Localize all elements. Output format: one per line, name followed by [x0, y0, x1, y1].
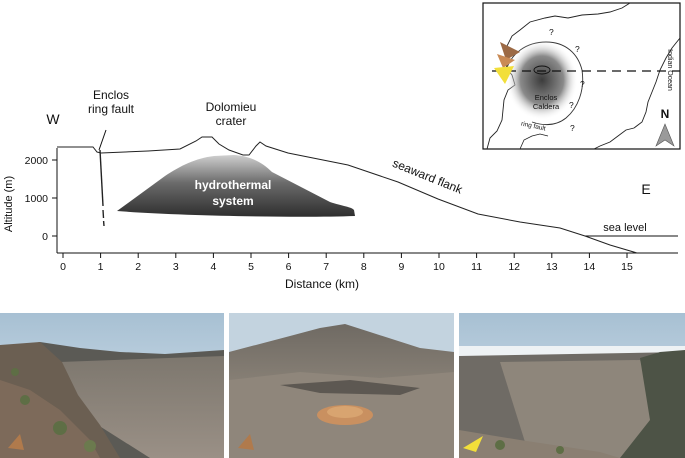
- x-tick-label: 12: [508, 261, 520, 273]
- photo-panel-right: [459, 313, 685, 458]
- question-mark: ?: [549, 27, 554, 37]
- coastline-west: [486, 2, 631, 150]
- x-tick-label: 15: [621, 261, 633, 273]
- x-tick-label: 7: [323, 261, 329, 273]
- y-tick-label: 2000: [25, 155, 49, 167]
- ring-fault-line: [99, 149, 104, 207]
- x-tick-label: 11: [471, 261, 482, 273]
- question-mark: ?: [575, 44, 580, 54]
- x-tick-label: 10: [433, 261, 445, 273]
- brown-arrow-icon: [238, 434, 254, 450]
- ring-fault-label-line1: Enclos: [93, 88, 129, 102]
- seaward-flank-label: seaward flank: [391, 156, 466, 197]
- x-tick-label: 2: [135, 261, 141, 273]
- brown-arrow-icon: [8, 434, 24, 450]
- photo-panel-middle: [229, 313, 454, 458]
- yellow-arrow-icon: [494, 66, 514, 84]
- x-tick-label: 1: [98, 261, 104, 273]
- crater-label-line1: Dolomieu: [206, 100, 257, 114]
- ring-fault-label-line2: ring fault: [88, 102, 135, 116]
- question-mark: ?: [569, 100, 574, 110]
- x-tick-label: 3: [173, 261, 179, 273]
- yellow-arrow-icon: [463, 436, 483, 452]
- x-tick-label: 9: [398, 261, 404, 273]
- caldera-label-line1: Enclos: [535, 93, 558, 102]
- x-tick-label: 14: [584, 261, 596, 273]
- y-axis-label: Altitude (m): [3, 176, 15, 232]
- photo-panel-left: [0, 313, 224, 458]
- x-tick-label: 4: [210, 261, 216, 273]
- hydrothermal-label-line2: system: [212, 194, 253, 208]
- north-label: N: [661, 107, 670, 121]
- east-label: E: [641, 181, 650, 197]
- brown-arrow-icon: [500, 42, 520, 60]
- question-mark: ?: [570, 123, 575, 133]
- y-tick-label: 1000: [25, 193, 49, 205]
- hydrothermal-label-line1: hydrothermal: [195, 178, 272, 192]
- hydrothermal-system-body: [117, 155, 355, 217]
- x-tick-label: 13: [546, 261, 558, 273]
- topographic-profile-line: [57, 136, 638, 254]
- x-axis-label: Distance (km): [285, 277, 359, 291]
- caldera-label-line2: Caldera: [533, 102, 560, 111]
- brown-arrow-icon: [497, 54, 515, 68]
- x-tick-label: 6: [286, 261, 292, 273]
- y-ticks: 2000 1000 0: [25, 155, 57, 243]
- x-tick-label: 5: [248, 261, 254, 273]
- crater-label-line2: crater: [216, 114, 247, 128]
- coastline-east: [593, 37, 681, 150]
- sea-level-label: sea level: [603, 222, 646, 234]
- question-mark: ?: [580, 79, 585, 89]
- ocean-label: Indian Ocean: [666, 49, 673, 91]
- coastline-south: [519, 133, 549, 150]
- west-label: W: [46, 111, 60, 127]
- x-tick-label: 8: [361, 261, 367, 273]
- inset-map: Enclos Caldera Indian Ocean ring fault ?…: [482, 2, 681, 150]
- dolomieu-crater-outline: [533, 65, 551, 75]
- ring-fault-pointer: [98, 129, 107, 151]
- x-tick-label: 0: [60, 261, 66, 273]
- ring-fault-dash: [102, 209, 105, 219]
- y-tick-label: 0: [42, 231, 48, 243]
- north-arrow-icon: [655, 123, 675, 147]
- enclos-caldera-shading: [506, 40, 578, 120]
